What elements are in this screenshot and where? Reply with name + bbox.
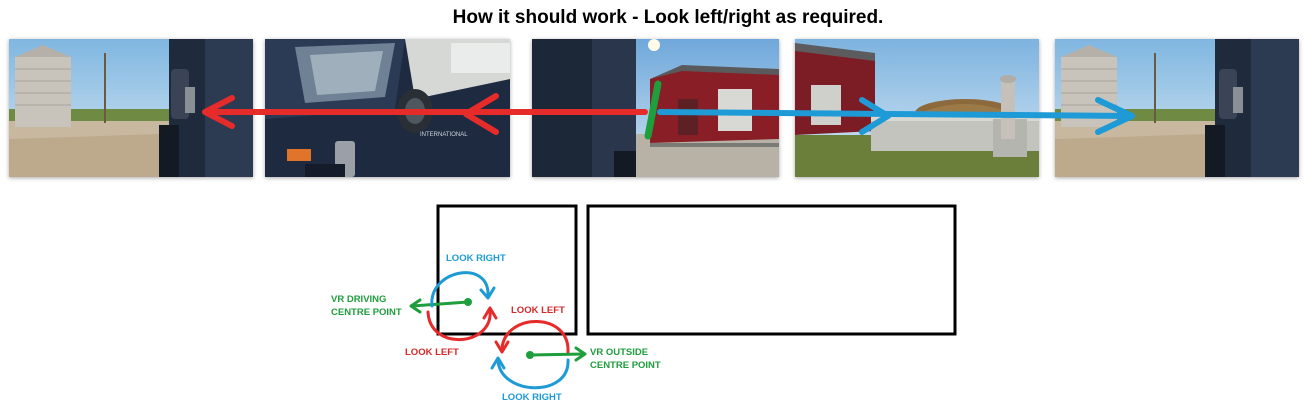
look-right-top-arrow <box>430 271 496 308</box>
diagram-title: How it should work - Look left/right as … <box>452 7 884 28</box>
vr-outside-centre-arrow <box>528 346 587 362</box>
screenshot-silo-mirror <box>9 39 253 177</box>
top-look-left-arrow <box>202 93 648 135</box>
top-centre-point-marker <box>644 80 662 140</box>
look-left-outer-arrow <box>426 306 498 341</box>
screenshot-silo-mirror-repeat <box>1055 39 1299 177</box>
look-right-top-label: LOOK RIGHT <box>446 253 506 264</box>
vr-outside-centre-dot <box>526 351 534 359</box>
vr-outside-label-line1: VR OUTSIDE <box>590 347 649 358</box>
look-left-inner-label: LOOK LEFT <box>511 305 565 316</box>
screenshot-dirt-pile <box>795 39 1039 177</box>
vr-driving-centre-arrow <box>409 298 470 314</box>
top-look-right-arrow <box>657 97 1135 135</box>
look-right-bottom-arrow <box>490 356 570 390</box>
screenshot-barn-centre <box>532 39 779 177</box>
vr-outside-label-line2: CENTRE POINT <box>590 360 661 371</box>
truck-brand-text: INTERNATIONAL <box>420 132 468 138</box>
vr-driving-label-line1: VR DRIVING <box>331 294 387 305</box>
look-left-outer-label: LOOK LEFT <box>405 347 459 358</box>
look-right-bottom-label: LOOK RIGHT <box>502 392 562 403</box>
look-left-inner-arrow <box>494 320 570 354</box>
outside-view-frame <box>586 204 957 336</box>
vr-driving-centre-dot <box>464 298 472 306</box>
screenshot-cab-door: INTERNATIONAL <box>265 39 510 177</box>
vr-driving-label-line2: CENTRE POINT <box>331 307 402 318</box>
